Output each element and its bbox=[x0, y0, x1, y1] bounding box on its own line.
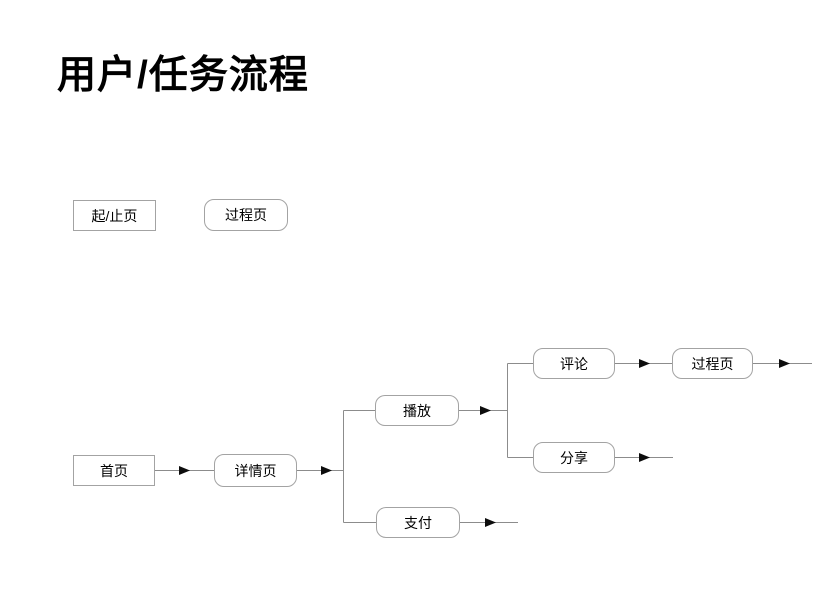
flow-node-detail: 详情页 bbox=[214, 454, 297, 487]
arrowhead-play-branch bbox=[480, 406, 491, 415]
legend-process-node: 过程页 bbox=[204, 199, 288, 231]
flow-node-comment: 评论 bbox=[533, 348, 615, 379]
arrowhead-pay-out bbox=[485, 518, 496, 527]
arrowhead-process-out bbox=[779, 359, 790, 368]
flow-node-comment-label: 评论 bbox=[560, 355, 588, 372]
flow-node-home: 首页 bbox=[73, 455, 155, 486]
flow-node-share: 分享 bbox=[533, 442, 615, 473]
flow-node-play-label: 播放 bbox=[403, 402, 431, 419]
legend-start-end-label: 起/止页 bbox=[91, 207, 138, 224]
arrowhead-comment-process bbox=[639, 359, 650, 368]
flow-node-detail-label: 详情页 bbox=[234, 462, 277, 479]
page-title: 用户/任务流程 bbox=[57, 54, 309, 97]
flow-node-pay-label: 支付 bbox=[404, 514, 432, 531]
flow-node-process-page: 过程页 bbox=[672, 348, 753, 379]
flow-node-pay: 支付 bbox=[376, 507, 460, 538]
arrowhead-home-detail bbox=[179, 466, 190, 475]
flow-node-process-page-label: 过程页 bbox=[691, 355, 734, 372]
arrowhead-detail-branch bbox=[321, 466, 332, 475]
flow-node-home-label: 首页 bbox=[100, 462, 128, 479]
flow-node-share-label: 分享 bbox=[560, 449, 588, 466]
flow-node-play: 播放 bbox=[375, 395, 459, 426]
legend-process-label: 过程页 bbox=[225, 207, 267, 223]
legend-start-end-node: 起/止页 bbox=[73, 200, 156, 231]
arrowhead-share-out bbox=[639, 453, 650, 462]
